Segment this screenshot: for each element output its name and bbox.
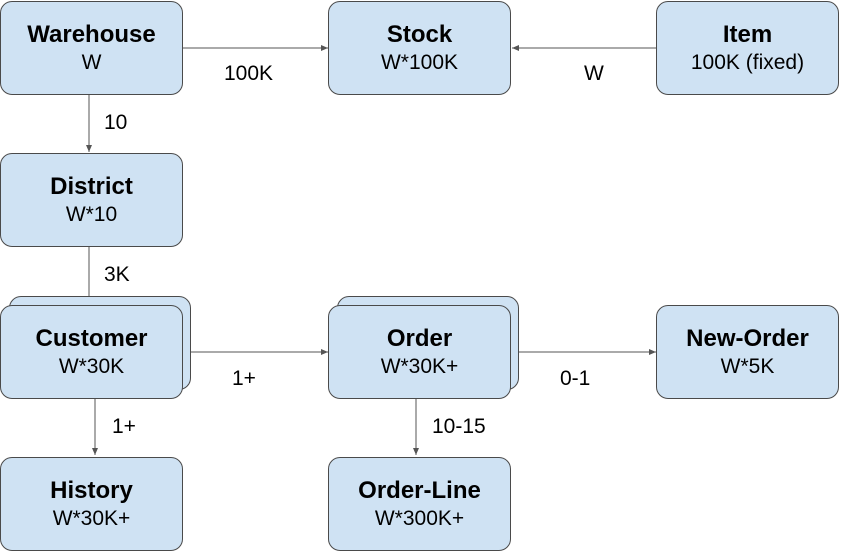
label-district-customer: 3K (104, 263, 130, 286)
entity-name: Item (722, 21, 773, 48)
entity-name: History (50, 477, 133, 504)
label-warehouse-stock: 100K (224, 62, 274, 85)
entity-cardinality: 100K (fixed) (690, 51, 805, 74)
entity-cardinality: W*30K (58, 355, 125, 378)
entity-cardinality: W*10 (65, 203, 118, 226)
entity-warehouse[interactable]: Warehouse W (0, 1, 183, 95)
entity-cardinality: W*30K+ (52, 507, 131, 530)
label-customer-history: 1+ (112, 415, 136, 438)
label-warehouse-district: 10 (104, 111, 128, 134)
entity-order[interactable]: Order W*30K+ (328, 305, 511, 399)
entity-name: Stock (386, 21, 453, 48)
entity-name: Order-Line (358, 477, 481, 504)
entity-cardinality: W*100K (380, 51, 459, 74)
entity-cardinality: W*30K+ (380, 355, 459, 378)
entity-customer[interactable]: Customer W*30K (0, 305, 183, 399)
entity-name: Order (386, 325, 453, 352)
entity-stock[interactable]: Stock W*100K (328, 1, 511, 95)
entity-name: New-Order (686, 325, 809, 352)
entity-item[interactable]: Item 100K (fixed) (656, 1, 839, 95)
entity-cardinality: W*5K (720, 355, 775, 378)
entity-name: Customer (35, 325, 148, 352)
entity-cardinality: W*300K+ (374, 507, 465, 530)
entity-district[interactable]: District W*10 (0, 153, 183, 247)
entity-cardinality: W (81, 51, 102, 74)
label-item-stock: W (584, 62, 604, 85)
entity-order-line[interactable]: Order-Line W*300K+ (328, 457, 511, 551)
entity-history[interactable]: History W*30K+ (0, 457, 183, 551)
entity-name: Warehouse (27, 21, 156, 48)
entity-name: District (50, 173, 133, 200)
entity-new-order[interactable]: New-Order W*5K (656, 305, 839, 399)
label-customer-order: 1+ (232, 367, 256, 390)
label-order-order-line: 10-15 (432, 415, 486, 438)
label-order-new-order: 0-1 (560, 367, 591, 390)
